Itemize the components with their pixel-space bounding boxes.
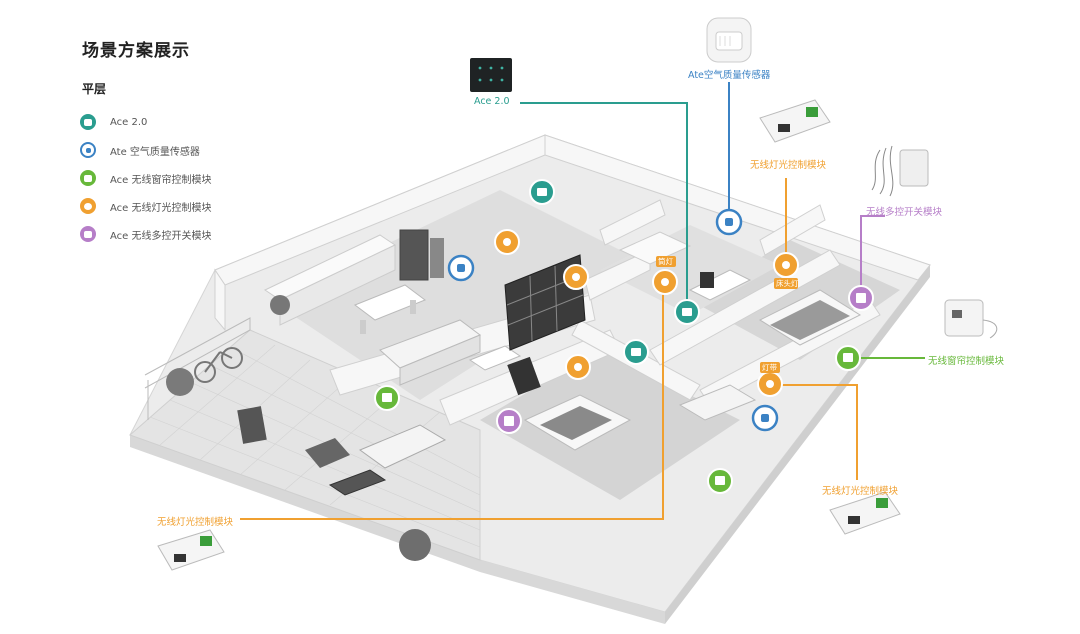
air-sensor-icon — [80, 142, 96, 158]
study-desk — [688, 269, 752, 301]
living-floor — [270, 190, 640, 400]
air-sensor-icon — [751, 404, 779, 432]
switch-module-icon — [848, 285, 874, 311]
connector-line — [520, 102, 688, 310]
light-module-icon — [565, 354, 591, 380]
air-sensor-icon — [715, 208, 743, 236]
light-module-icon — [757, 371, 783, 397]
air-sensor-icon — [447, 254, 475, 282]
curtain-module-icon — [707, 468, 733, 494]
legend-label: Ace 无线多控开关模块 — [110, 230, 212, 242]
legend-label: Ace 无线窗帘控制模块 — [110, 174, 212, 186]
callout-light-module: 无线灯光控制模块 — [822, 486, 899, 497]
curtain-module-icon — [835, 345, 861, 371]
switch-module-product — [871, 145, 929, 197]
terrace-plant — [166, 368, 194, 396]
bathtub — [618, 231, 692, 265]
light-module-icon — [773, 252, 799, 278]
legend-item: Ate 空气质量传感器 — [80, 136, 212, 164]
connector-line — [860, 215, 885, 296]
dining-table — [353, 284, 427, 321]
floor-slab-side — [665, 265, 930, 624]
terrace-plant — [399, 529, 431, 561]
connector-line — [240, 283, 664, 520]
light-module-icon — [80, 198, 96, 214]
light-module-product — [157, 529, 225, 571]
tv — [507, 356, 541, 396]
legend-item: Ace 无线多控开关模块 — [80, 220, 212, 248]
floor-label: 平层 — [82, 82, 107, 96]
legend-item: Ace 2.0 — [80, 108, 212, 136]
room-tag: 灯带 — [762, 363, 777, 372]
callout-curtain-module: 无线窗帘控制模块 — [928, 356, 1005, 367]
curtain-module-product — [944, 299, 998, 339]
light-module-icon — [563, 264, 589, 290]
switch-module-icon — [496, 408, 522, 434]
connector-line — [770, 384, 858, 480]
light-module-icon — [494, 229, 520, 255]
curtain-module-icon — [80, 170, 96, 186]
light-module-icon — [652, 269, 678, 295]
terrace-table — [328, 469, 387, 496]
room-tag: 筒灯 — [658, 257, 673, 266]
callout-light-module: 无线灯光控制模块 — [157, 517, 234, 528]
terrace-grill — [237, 406, 267, 444]
legend-label: Ace 2.0 — [110, 116, 148, 128]
bicycle — [194, 347, 243, 383]
page-title: 场景方案展示 — [82, 41, 190, 61]
coffee-table — [468, 345, 522, 371]
ace-panel-icon — [80, 114, 96, 130]
legend-item: Ace 无线窗帘控制模块 — [80, 164, 212, 192]
light-module-product — [759, 99, 831, 143]
legend-item: Ace 无线灯光控制模块 — [80, 192, 212, 220]
ace-panel-product — [470, 58, 512, 92]
switch-module-icon — [80, 226, 96, 242]
floor-slab-edge — [130, 435, 665, 624]
ace-panel-icon — [674, 299, 700, 325]
indoor-plant — [270, 295, 290, 315]
legend: Ace 2.0 Ate 空气质量传感器 Ace 无线窗帘控制模块 Ace 无线灯… — [80, 108, 212, 248]
den-sofa — [678, 384, 757, 421]
light-module-product — [829, 491, 901, 535]
terrace-railing — [144, 317, 251, 389]
callout-air-sensor: Ate空气质量传感器 — [688, 70, 771, 81]
ace-panel-icon — [529, 179, 555, 205]
legend-label: Ace 无线灯光控制模块 — [110, 202, 212, 214]
terrace-sofa — [358, 424, 447, 469]
fridge — [399, 229, 429, 281]
legend-label: Ate 空气质量传感器 — [110, 146, 200, 158]
air-sensor-product — [706, 17, 752, 63]
callout-light-module: 无线灯光控制模块 — [750, 160, 827, 171]
callout-switch-module: 无线多控开关模块 — [866, 207, 943, 218]
curtain-module-icon — [374, 385, 400, 411]
ace-panel-icon — [623, 339, 649, 365]
terrace-chair — [305, 438, 350, 468]
callout-ace-panel: Ace 2.0 — [474, 96, 510, 107]
room-tag: 床头灯 — [776, 279, 799, 288]
